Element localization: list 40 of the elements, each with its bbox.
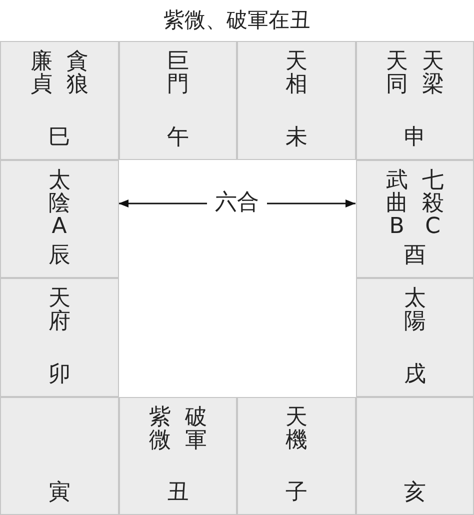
palace-cell [356,396,474,515]
star-name: 破軍 [184,406,208,452]
palace-cell [356,41,474,160]
star-name: 太陰A [47,168,72,238]
star-name: 巨門 [166,50,190,96]
branch-label: 巳 [48,124,70,150]
star-name: 天梁 [420,50,445,96]
branch-label: 丑 [166,480,189,506]
branch-label: 午 [166,124,189,150]
star-name: 武曲B [384,168,409,238]
star-name: 天同 [384,50,409,96]
branch-label: 申 [404,124,426,150]
star-name: 天機 [284,406,308,452]
branch-label: 卯 [48,362,70,388]
palace-cell [0,41,118,160]
palace-cell [237,41,356,160]
edge-label: 六合 [207,190,267,216]
branch-label: 未 [285,124,308,150]
palace-cell [356,278,474,396]
palace-cell [0,396,118,515]
title: 紫微、破軍在丑 [164,7,310,34]
palace-cell [118,41,237,160]
palace-cell [0,160,118,278]
star-name: 七殺C [420,168,445,238]
branch-label: 子 [285,480,308,506]
branch-label: 酉 [404,243,426,269]
star-name: 紫微 [148,406,172,452]
palace-cell [356,160,474,278]
branch-label: 戌 [404,362,426,388]
palace-cell [237,396,356,515]
branch-label: 亥 [404,480,426,506]
branch-label: 寅 [48,480,70,506]
palace-cell [0,278,118,396]
star-name: 貪狼 [65,50,90,96]
palace-cell [118,396,237,515]
star-name: 廉貞 [29,50,54,96]
star-name: 太陽 [402,287,427,333]
star-name: 天相 [284,50,308,96]
branch-label: 辰 [48,243,70,269]
star-name: 天府 [47,287,72,333]
